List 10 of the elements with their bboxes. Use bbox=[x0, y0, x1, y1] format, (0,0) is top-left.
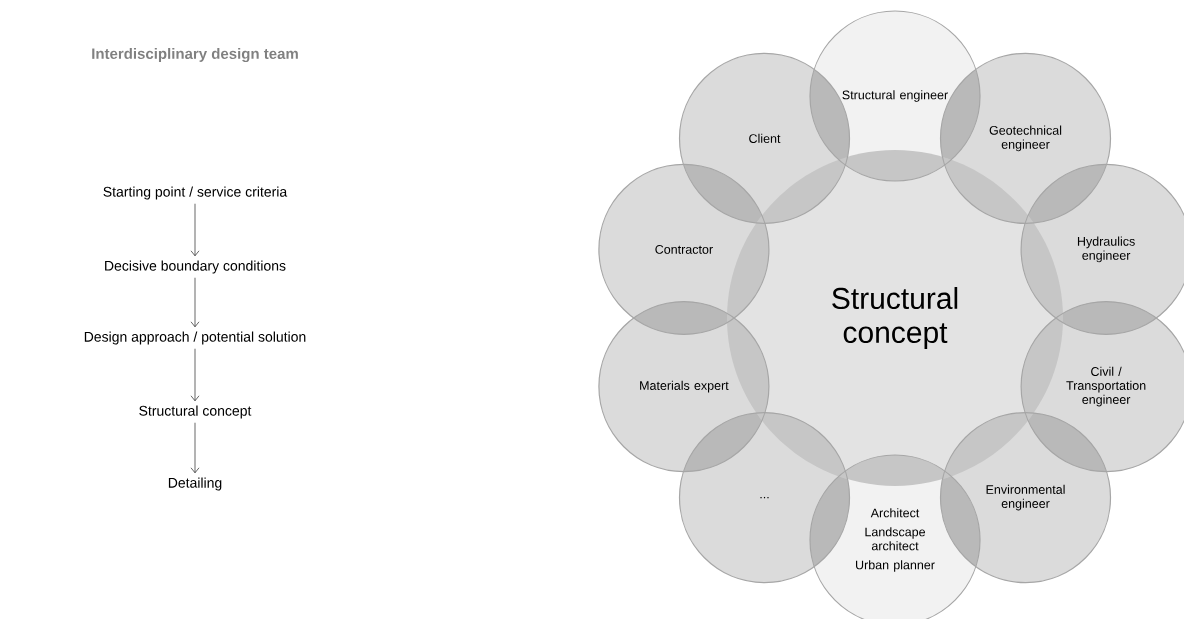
step-text: Starting point / service criteria bbox=[103, 186, 288, 200]
step-text: Structural concept bbox=[139, 405, 252, 419]
title: Interdisciplinary design team bbox=[92, 48, 298, 63]
arrow bbox=[190, 348, 200, 402]
step-text: Design approach / potential solution bbox=[84, 331, 306, 345]
step-text: Detailing bbox=[168, 477, 222, 491]
step-text: Decisive boundary conditions bbox=[105, 260, 286, 274]
arrow bbox=[190, 203, 200, 257]
arrow bbox=[190, 277, 200, 328]
arrow bbox=[190, 422, 200, 474]
